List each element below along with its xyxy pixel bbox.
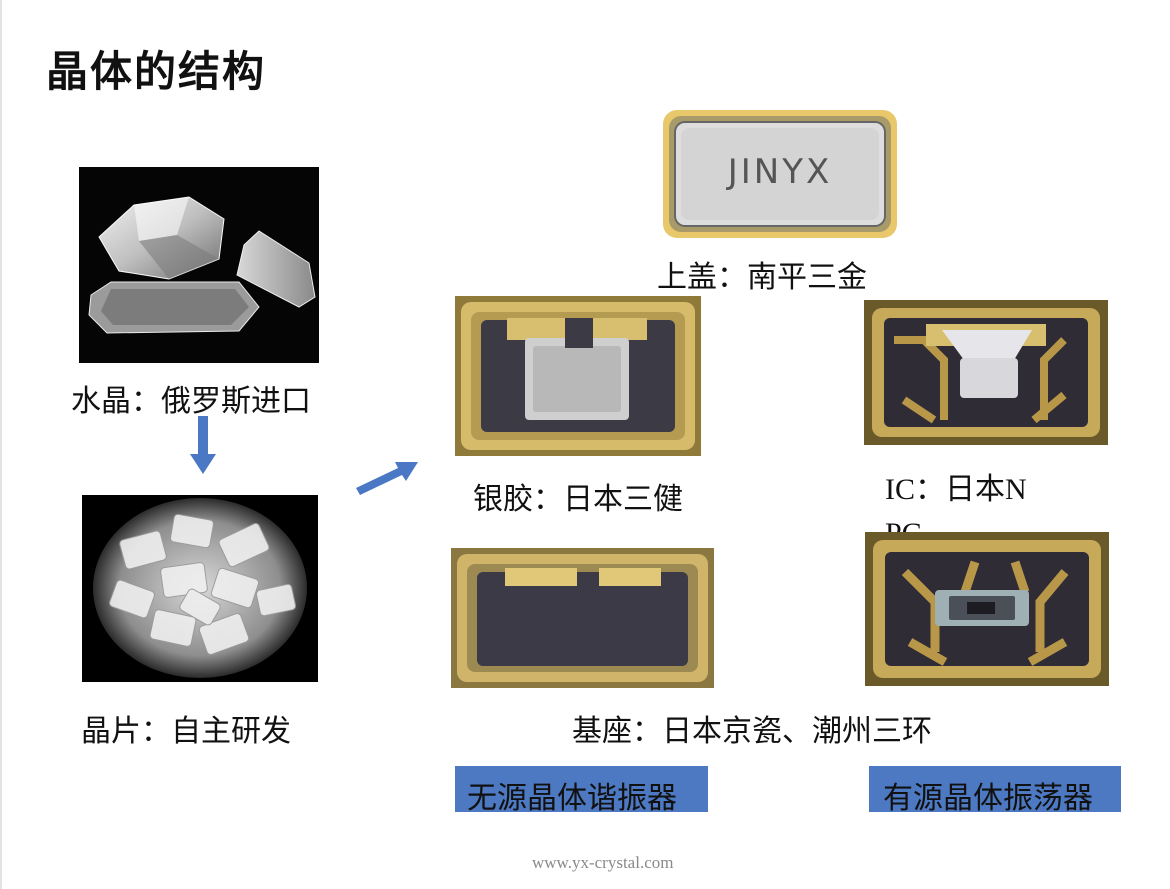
passive-resonator-label: 无源晶体谐振器 <box>467 781 677 816</box>
active-oscillator-label: 有源晶体振荡器 <box>883 781 1093 816</box>
footer-url: www.yx-crystal.com <box>532 853 674 872</box>
passive-label-box <box>455 766 708 812</box>
wafer-caption: 晶片：自主研发 <box>81 714 291 749</box>
quartz-crystal-photo <box>79 167 319 363</box>
silver-glue-caption: 银胶：日本三健 <box>473 482 683 517</box>
quartz-wafer-photo <box>82 495 318 682</box>
lid-brand-label: JINYX <box>727 152 833 192</box>
lid-caption: 上盖：南平三金 <box>657 260 867 295</box>
quartz-caption: 水晶：俄罗斯进口 <box>71 384 311 419</box>
active-label-box <box>869 766 1121 812</box>
base-caption: 基座：日本京瓷、潮州三环 <box>572 714 932 749</box>
arrow-down-icon <box>190 416 216 474</box>
oscillator-package-photo <box>865 532 1109 686</box>
lid-photo: JINYX <box>663 110 897 238</box>
ic-package-photo <box>864 300 1108 445</box>
slide-title: 晶体的结构 <box>46 47 267 96</box>
arrow-diagonal-icon <box>356 462 418 495</box>
base-package-photo <box>451 548 714 688</box>
silver-glue-package-photo <box>455 296 701 456</box>
slide-edge <box>0 0 2 889</box>
